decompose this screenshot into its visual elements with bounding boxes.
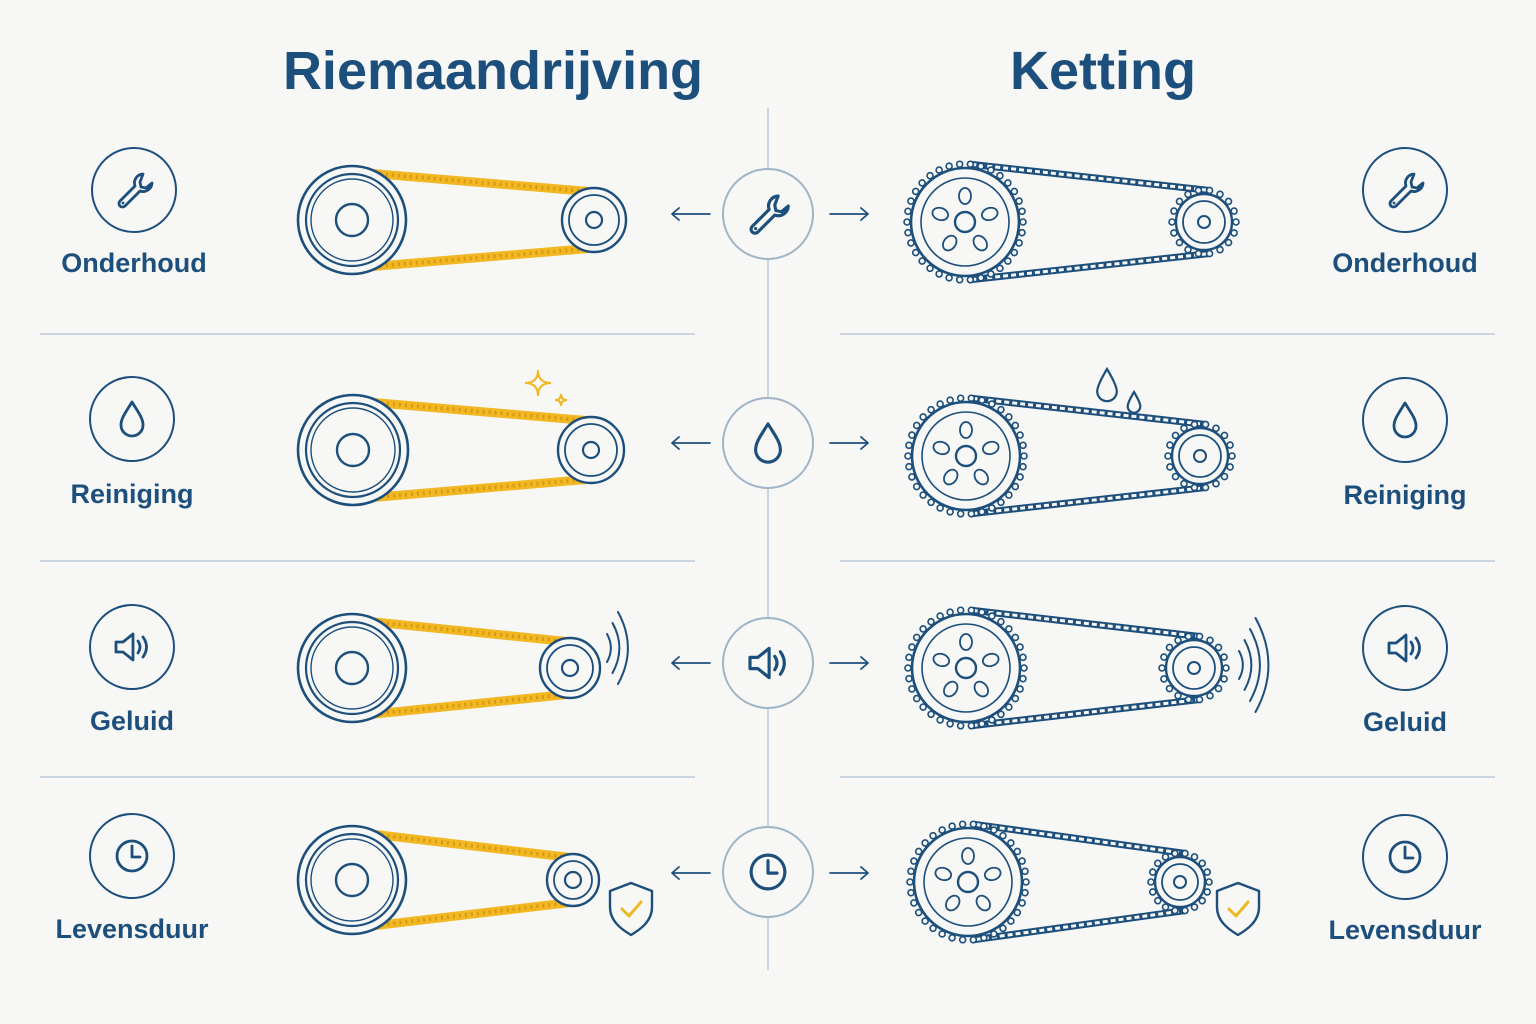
clock-icon: [1362, 814, 1448, 900]
arrow-left-icon: [671, 866, 711, 880]
wrench-icon: [722, 168, 814, 260]
row-divider: [840, 776, 1495, 778]
center-divider: [767, 108, 769, 970]
arrow-right-icon: [829, 207, 869, 221]
row-divider: [40, 776, 695, 778]
drop-icon: [722, 397, 814, 489]
row-divider: [840, 560, 1495, 562]
row-label-right: Reiniging: [1343, 480, 1467, 510]
speaker-icon: [89, 604, 175, 690]
row-label-left: Geluid: [89, 706, 174, 736]
drop-icon: [89, 376, 175, 462]
arrow-right-icon: [829, 436, 869, 450]
row-label-right: Onderhoud: [1332, 248, 1478, 278]
row-label-left: Levensduur: [55, 914, 209, 944]
row-label-left: Onderhoud: [61, 248, 207, 278]
wrench-icon: [1362, 147, 1448, 233]
arrow-right-icon: [829, 656, 869, 670]
arrow-right-icon: [829, 866, 869, 880]
belt-title: Riemaandrijving: [282, 41, 704, 101]
speaker-icon: [722, 617, 814, 709]
row-label-right: Levensduur: [1328, 915, 1482, 945]
row-label-right: Geluid: [1362, 707, 1447, 737]
row-label-left: Reiniging: [70, 479, 194, 509]
row-divider: [40, 333, 695, 335]
wrench-icon: [91, 147, 177, 233]
clock-icon: [722, 826, 814, 918]
row-divider: [40, 560, 695, 562]
arrow-left-icon: [671, 656, 711, 670]
chain-title: Ketting: [1010, 41, 1196, 101]
row-divider: [840, 333, 1495, 335]
drop-icon: [1362, 377, 1448, 463]
arrow-left-icon: [671, 207, 711, 221]
clock-icon: [89, 813, 175, 899]
speaker-icon: [1362, 605, 1448, 691]
arrow-left-icon: [671, 436, 711, 450]
